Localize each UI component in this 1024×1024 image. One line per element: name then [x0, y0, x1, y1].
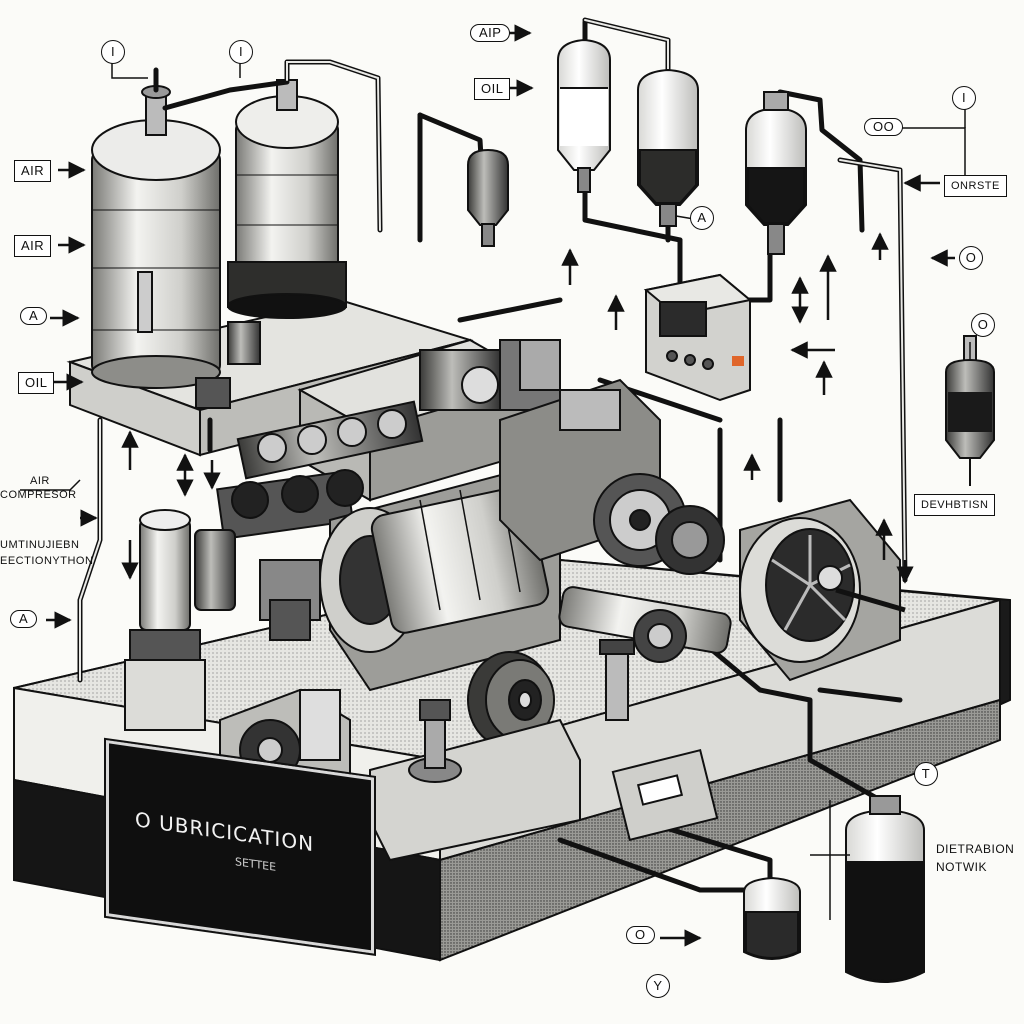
- label-i-right: I: [952, 86, 976, 110]
- shelf-gauge: [137, 271, 261, 409]
- label-o-bottom: O: [626, 926, 655, 944]
- label-o-right: O: [959, 246, 983, 270]
- reservoir-1: [557, 38, 611, 193]
- flow-arrows: [46, 24, 955, 947]
- label-a-left: A: [20, 307, 48, 325]
- reservoir-3: [745, 91, 807, 255]
- label-notwik: NOTWIK: [936, 860, 987, 874]
- left-filter-column: [124, 509, 236, 731]
- label-left-note-line-2: EECTIONYTHON: [0, 555, 94, 567]
- right-valve-post: [599, 639, 719, 842]
- label-left-note-line-1: UMTINUJIEBN: [0, 539, 80, 551]
- control-box: [643, 273, 753, 402]
- pipe-network-highlight: [79, 19, 906, 681]
- label-t-right: T: [914, 762, 938, 786]
- center-valve-block: [369, 699, 581, 862]
- distribution-tank: [845, 795, 925, 983]
- label-i-top-1: I: [101, 40, 125, 64]
- label-air-1: AIR: [14, 160, 52, 182]
- label-o-right-2: O: [971, 313, 995, 337]
- label-aip: AIP: [470, 24, 511, 42]
- label-i-top-2: I: [229, 40, 253, 64]
- gear-assembly: [499, 339, 725, 575]
- name-plate: O UBRICICATION SETTEE: [104, 737, 376, 957]
- leader-lines: [20, 60, 971, 491]
- plate-title: O UBRICICATION: [135, 807, 315, 857]
- label-air-compressor-line-1: AIR: [30, 475, 50, 487]
- plate-subtitle: SETTEE: [235, 855, 277, 874]
- air-tank-right: [227, 79, 347, 319]
- label-a-center: A: [690, 206, 714, 230]
- reservoir-4: [467, 148, 509, 247]
- label-devhbtisn: DEVHBTISN: [914, 494, 996, 516]
- label-a-lower-left: A: [10, 610, 38, 628]
- main-motor: [319, 468, 561, 692]
- pulley: [467, 651, 555, 749]
- label-oo-right: OO: [864, 118, 904, 136]
- reservoir-2: [637, 68, 699, 227]
- label-oil-top: OIL: [474, 78, 511, 100]
- label-onrste: ONRSTE: [944, 175, 1007, 197]
- small-collector-tank: [743, 876, 801, 960]
- reservoir-side: [945, 335, 995, 486]
- fan-motor: [739, 498, 906, 682]
- shaft-coupling: [558, 586, 732, 663]
- label-air-2: AIR: [14, 235, 52, 257]
- label-dietrabion: DIETRABION: [936, 842, 1015, 856]
- label-oil-left: OIL: [18, 372, 55, 394]
- label-y-bottom: Y: [646, 974, 670, 998]
- label-air-compressor-line-2: COMPRESOR: [0, 489, 77, 501]
- manifold-rail: [216, 400, 424, 540]
- air-tank-left: [91, 85, 221, 389]
